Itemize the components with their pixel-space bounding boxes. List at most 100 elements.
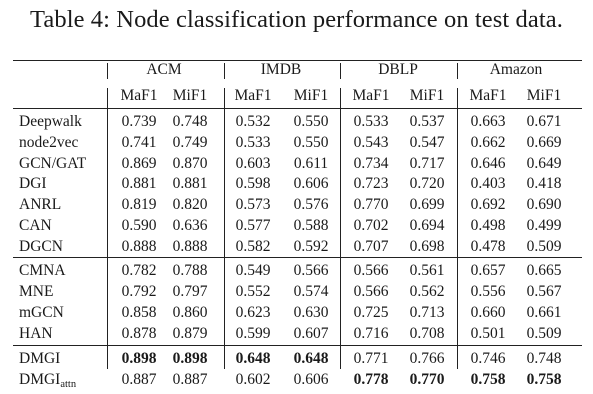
- table-cell-value: 0.630: [293, 304, 329, 321]
- metric-header: MiF1: [293, 87, 329, 104]
- method-label: node2vec: [19, 134, 79, 151]
- table-cell-value: 0.713: [409, 304, 445, 321]
- column-divider: [457, 63, 459, 79]
- table-cell-value: 0.561: [409, 262, 445, 279]
- table-cell-value: 0.592: [293, 238, 329, 255]
- table-cell-value: 0.556: [470, 283, 506, 300]
- method-label: GCN/GAT: [19, 155, 87, 172]
- table-cell-value: 0.858: [121, 304, 157, 321]
- table-cell-value: 0.870: [172, 155, 208, 172]
- table-cell-value: 0.418: [526, 175, 562, 192]
- method-name: CMNA: [19, 262, 66, 280]
- method-name: GCN/GAT: [19, 155, 86, 173]
- dataset-header: ACM: [146, 61, 182, 78]
- table-rule: [13, 60, 582, 62]
- table-cell-value: 0.879: [172, 325, 208, 342]
- table-cell-value: 0.636: [172, 217, 208, 234]
- table-cell-value: 0.690: [526, 196, 562, 213]
- metric-header: MaF1: [469, 87, 507, 104]
- table-cell-value: 0.694: [409, 217, 445, 234]
- metric-header: MaF1: [120, 87, 158, 104]
- table-rule: [13, 108, 582, 110]
- dataset-header: Amazon: [489, 61, 543, 78]
- method-label: DMGI: [19, 350, 61, 367]
- table-cell-value: 0.723: [353, 175, 389, 192]
- table-cell-value: 0.576: [293, 196, 329, 213]
- method-name: CAN: [19, 217, 52, 235]
- table-cell-value: 0.898: [121, 350, 157, 367]
- table-cell-value: 0.607: [293, 325, 329, 342]
- table-cell-value: 0.792: [121, 283, 157, 300]
- table-cell-value: 0.574: [293, 283, 329, 300]
- table-cell-value: 0.725: [353, 304, 389, 321]
- column-divider: [340, 63, 342, 79]
- method-name: DMGI: [19, 350, 60, 368]
- table-cell-value: 0.657: [470, 262, 506, 279]
- table-cell-value: 0.860: [172, 304, 208, 321]
- method-label: MNE: [19, 283, 54, 300]
- table-cell-value: 0.566: [353, 283, 389, 300]
- table-cell-value: 0.602: [235, 371, 271, 388]
- table-cell-value: 0.881: [172, 175, 208, 192]
- method-name: ANRL: [19, 196, 61, 214]
- table-cell-value: 0.567: [526, 283, 562, 300]
- table-cell-value: 0.869: [121, 155, 157, 172]
- column-divider: [340, 88, 342, 369]
- table-cell-value: 0.478: [470, 238, 506, 255]
- table-cell-value: 0.748: [172, 113, 208, 130]
- column-divider: [224, 88, 226, 369]
- table-cell-value: 0.646: [470, 155, 506, 172]
- table-cell-value: 0.649: [526, 155, 562, 172]
- table-cell-value: 0.498: [470, 217, 506, 234]
- table-cell-value: 0.588: [293, 217, 329, 234]
- table-cell-value: 0.661: [526, 304, 562, 321]
- table-cell-value: 0.582: [235, 238, 271, 255]
- method-label: mGCN: [19, 304, 64, 321]
- table-cell-value: 0.746: [470, 350, 506, 367]
- column-divider: [224, 63, 226, 79]
- table-cell-value: 0.573: [235, 196, 271, 213]
- table-cell-value: 0.590: [121, 217, 157, 234]
- method-label: CMNA: [19, 262, 66, 279]
- table-cell-value: 0.509: [526, 325, 562, 342]
- table-cell-value: 0.606: [293, 175, 329, 192]
- metric-header: MiF1: [526, 87, 562, 104]
- column-divider: [457, 88, 459, 369]
- method-name: mGCN: [19, 304, 64, 322]
- table-cell-value: 0.566: [353, 262, 389, 279]
- method-name: DGCN: [19, 238, 63, 256]
- table-cell-value: 0.758: [526, 371, 562, 388]
- metric-header: MiF1: [409, 87, 445, 104]
- method-name: HAN: [19, 325, 53, 343]
- table-cell-value: 0.748: [526, 350, 562, 367]
- metric-header: MaF1: [234, 87, 272, 104]
- table-cell-value: 0.819: [121, 196, 157, 213]
- table-cell-value: 0.509: [526, 238, 562, 255]
- table-cell-value: 0.820: [172, 196, 208, 213]
- table-cell-value: 0.662: [470, 134, 506, 151]
- table-cell-value: 0.603: [235, 155, 271, 172]
- table-cell-value: 0.550: [293, 134, 329, 151]
- method-label: HAN: [19, 325, 53, 342]
- table-cell-value: 0.788: [172, 262, 208, 279]
- table-cell-value: 0.671: [526, 113, 562, 130]
- method-label: DMGI: [19, 371, 61, 388]
- table-cell-value: 0.543: [353, 134, 389, 151]
- table-cell-value: 0.547: [409, 134, 445, 151]
- table-cell-value: 0.537: [409, 113, 445, 130]
- table-cell-value: 0.611: [293, 155, 329, 172]
- table-cell-value: 0.720: [409, 175, 445, 192]
- table-cell-value: 0.550: [293, 113, 329, 130]
- table-cell-value: 0.403: [470, 175, 506, 192]
- table-cell-value: 0.698: [409, 238, 445, 255]
- table-cell-value: 0.663: [470, 113, 506, 130]
- table-cell-value: 0.758: [470, 371, 506, 388]
- table-cell-value: 0.888: [172, 238, 208, 255]
- table-cell-value: 0.660: [470, 304, 506, 321]
- table-cell-value: 0.717: [409, 155, 445, 172]
- table-cell-value: 0.562: [409, 283, 445, 300]
- table-cell-value: 0.766: [409, 350, 445, 367]
- table-caption: Table 4: Node classification performance…: [30, 6, 563, 33]
- table-cell-value: 0.797: [172, 283, 208, 300]
- table-cell-value: 0.598: [235, 175, 271, 192]
